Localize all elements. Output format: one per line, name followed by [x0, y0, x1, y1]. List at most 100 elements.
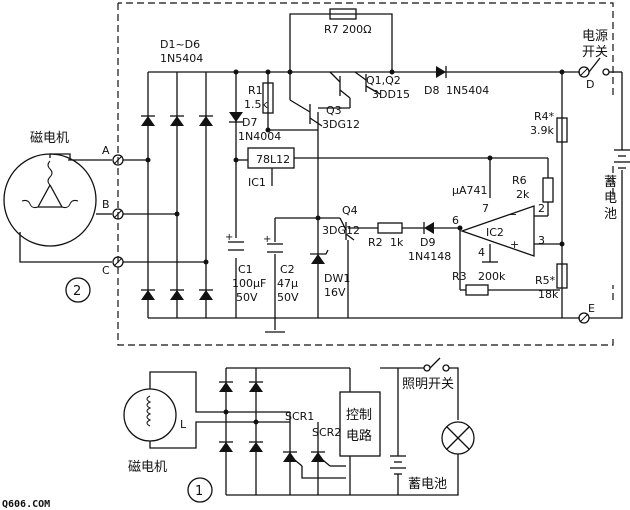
q3-transistor — [289, 72, 323, 130]
dashed-enclosure — [117, 2, 614, 346]
r5-label: R5* — [535, 274, 556, 287]
d8-label: D8 — [424, 84, 439, 97]
dw1-label: DW1 — [324, 272, 350, 285]
c2-label: C2 — [280, 263, 295, 276]
q4-transistor — [318, 217, 355, 318]
magneto-lower-label: 磁电机 — [128, 460, 167, 475]
circle-1-badge — [187, 477, 213, 503]
battery-lower-label: 蓄电池 — [408, 477, 447, 492]
r1-resistor — [262, 82, 274, 114]
ic2-label: IC2 — [486, 226, 504, 239]
q1-q2-label: Q1,Q2 — [366, 74, 401, 87]
ic2-pin4: 4 — [478, 246, 485, 259]
q4-part: 3DG12 — [322, 224, 360, 237]
q1-q2-transistors — [318, 71, 381, 109]
q4-label: Q4 — [342, 204, 358, 217]
dw1-value: 16V — [324, 286, 346, 299]
r6-resistor — [542, 177, 554, 203]
r5-resistor — [556, 263, 568, 289]
r1-value: 1.5k — [244, 98, 268, 111]
svg-text:+: + — [225, 232, 233, 243]
c2-voltage: 50V — [277, 291, 299, 304]
battery-upper — [614, 149, 630, 169]
r3-value: 200k — [478, 270, 506, 283]
battery-label-2: 电 — [604, 191, 617, 206]
q3-part: 3DG12 — [322, 118, 360, 131]
svg-text:+: + — [263, 234, 271, 245]
d9-part: 1N4148 — [408, 250, 451, 263]
r6-label: R6 — [512, 174, 527, 187]
r1-label: R1 — [248, 84, 263, 97]
terminal-b-label: B — [102, 198, 110, 211]
scr1-label: SCR1 — [285, 410, 314, 423]
terminal-c-label: C — [102, 264, 110, 277]
ic2-pin7: 7 — [482, 202, 489, 215]
power-switch-label-2: 开关 — [582, 45, 608, 60]
power-switch[interactable] — [588, 57, 622, 76]
battery-lower — [390, 455, 406, 475]
circle-2-label: 2 — [73, 284, 81, 299]
r7-label: R7 200Ω — [324, 23, 372, 36]
d8-part: 1N5404 — [446, 84, 489, 97]
light-switch-label: 照明开关 — [402, 377, 454, 392]
c2-value: 47μ — [277, 277, 298, 290]
c2-capacitor: + — [263, 234, 283, 254]
ic1-part: 78L12 — [256, 153, 290, 166]
power-switch-label-1: 电源 — [582, 29, 608, 44]
terminal-d-label: D — [586, 78, 594, 91]
ic2-pin2: 2 — [538, 202, 545, 215]
circle-2-badge — [65, 277, 91, 303]
scr2-label: SCR2 — [312, 426, 341, 439]
rectifier-bridge — [123, 72, 213, 318]
ic2-plus: + — [510, 238, 519, 251]
scr1 — [283, 451, 303, 467]
c1-label: C1 — [238, 263, 253, 276]
r3-label: R3 — [452, 270, 467, 283]
r5-value: 18k — [538, 288, 559, 301]
r2-label: R2 — [368, 236, 383, 249]
battery-label-3: 池 — [604, 207, 617, 222]
terminal-a-label: A — [102, 144, 110, 157]
terminal-e-label: E — [588, 302, 595, 315]
q3-label: Q3 — [326, 104, 342, 117]
ua741-label: μA741 — [452, 184, 488, 197]
r2-value: 1k — [390, 236, 404, 249]
battery-label-1: 蓄 — [604, 175, 617, 190]
c1-value: 100μF — [232, 277, 266, 290]
r6-value: 2k — [516, 188, 530, 201]
control-circuit-box — [339, 391, 381, 457]
dw1-zener — [310, 249, 329, 264]
c1-voltage: 50V — [236, 291, 258, 304]
q1-q2-part: 3DD15 — [372, 88, 410, 101]
ic2-pin3: 3 — [538, 234, 545, 247]
r7-resistor — [329, 8, 357, 20]
l-label: L — [180, 418, 187, 431]
r4-label: R4* — [534, 110, 555, 123]
control-label-2: 电路 — [346, 428, 372, 444]
d7-part: 1N4004 — [238, 130, 281, 143]
r4-resistor — [556, 117, 568, 143]
d1-d6-part: 1N5404 — [160, 52, 203, 65]
d7-diode — [229, 112, 243, 123]
r3-resistor — [465, 284, 489, 296]
control-label-1: 控制 — [346, 408, 372, 423]
d7-label: D7 — [242, 116, 257, 129]
d8-diode — [436, 66, 447, 78]
magneto-upper — [3, 153, 97, 247]
magneto-lower — [123, 388, 177, 442]
lamp — [441, 421, 475, 455]
terminal-d[interactable] — [578, 66, 590, 78]
ic2-opamp — [460, 205, 535, 257]
ic2-minus: − — [508, 208, 517, 221]
r4-value: 3.9k — [530, 124, 554, 137]
d9-label: D9 — [420, 236, 435, 249]
ic2-pin6: 6 — [452, 214, 459, 227]
watermark: Q606.COM — [2, 499, 50, 510]
light-switch[interactable] — [423, 357, 450, 372]
circle-1-label: 1 — [195, 484, 203, 499]
bridge-lower — [219, 367, 440, 496]
d9-diode — [423, 222, 434, 234]
c1-capacitor: + — [225, 232, 244, 258]
r2-resistor — [377, 222, 403, 234]
